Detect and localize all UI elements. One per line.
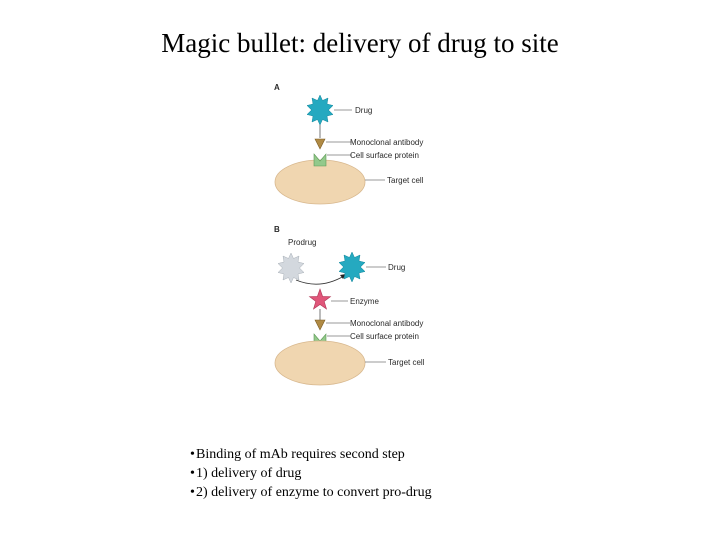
prodrug-label: Prodrug — [288, 238, 316, 247]
slide-title: Magic bullet: delivery of drug to site — [161, 28, 559, 58]
surface-protein-label-a: Cell surface protein — [350, 151, 419, 160]
enzyme-icon — [308, 288, 332, 310]
panel-a-label: A — [274, 83, 280, 92]
bullet-mark: • — [190, 485, 195, 500]
prodrug-icon — [277, 252, 305, 284]
surface-protein-icon-a — [313, 153, 327, 167]
drug-label-a: Drug — [355, 106, 372, 115]
bullet-text: 1) delivery of drug — [196, 466, 302, 481]
bullet-mark: • — [190, 447, 195, 462]
target-cell-a — [274, 159, 366, 205]
bullet-item: •Binding of mAb requires second step — [190, 445, 630, 464]
antibody-label-a: Monoclonal antibody — [350, 138, 423, 147]
bullet-list: •Binding of mAb requires second step •1)… — [190, 445, 630, 502]
antibody-label-b: Monoclonal antibody — [350, 319, 423, 328]
mechanism-figure: A Drug Monoclonal antibody Cell surface … — [270, 78, 450, 390]
target-cell-label-b: Target cell — [388, 358, 425, 367]
panel-b-label: B — [274, 225, 280, 234]
target-cell-label-a: Target cell — [387, 176, 424, 185]
drug-icon-b — [338, 251, 366, 283]
target-cell-b — [274, 340, 366, 386]
bullet-text: 2) delivery of enzyme to convert pro-dru… — [196, 485, 432, 500]
drug-label-b: Drug — [388, 263, 405, 272]
bullet-text: Binding of mAb requires second step — [196, 447, 405, 462]
conversion-arrow — [295, 275, 345, 285]
antibody-icon-b — [314, 319, 326, 331]
bullet-item: •1) delivery of drug — [190, 464, 630, 483]
antibody-icon-a — [314, 138, 326, 150]
bullet-item: •2) delivery of enzyme to convert pro-dr… — [190, 483, 630, 502]
drug-icon-a — [306, 94, 334, 126]
surface-protein-label-b: Cell surface protein — [350, 332, 419, 341]
bullet-mark: • — [190, 466, 195, 481]
enzyme-label: Enzyme — [350, 297, 379, 306]
